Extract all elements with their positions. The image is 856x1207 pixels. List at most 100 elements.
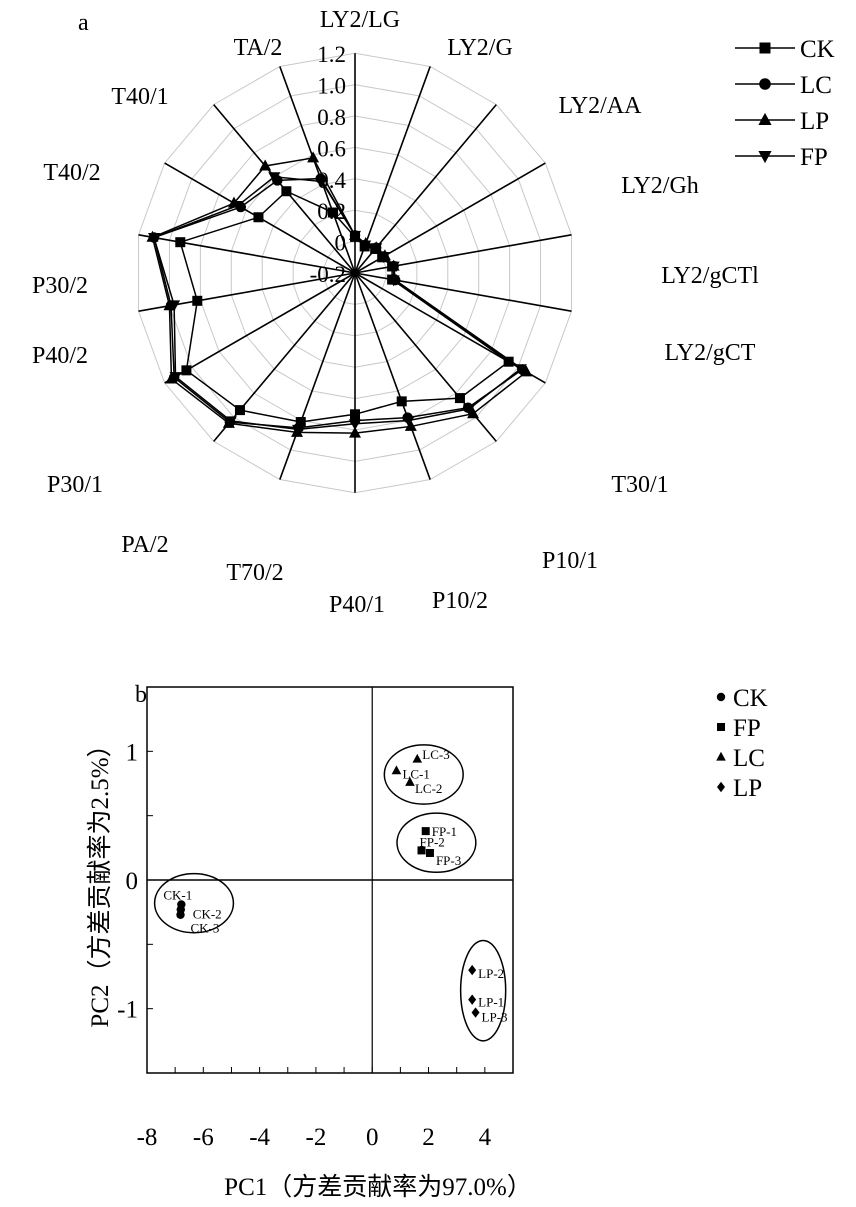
point-label: CK-3 [191, 921, 220, 936]
point-label: LC-2 [415, 781, 442, 796]
data-point-fp-1 [421, 827, 430, 836]
data-point-ck [181, 365, 192, 376]
data-point-lp [404, 419, 417, 431]
radial-tick-label: 1.0 [317, 74, 346, 99]
radial-tick-label: 0.6 [317, 136, 346, 161]
y-tick-label: 1 [126, 739, 139, 766]
point-label: FP-1 [432, 824, 457, 839]
series-fp [148, 172, 527, 436]
data-point-ck [295, 417, 306, 428]
data-point-fp [387, 261, 400, 273]
axis-label: T40/2 [43, 160, 100, 186]
legend-label: LP [733, 775, 762, 802]
legend-marker-fp [758, 151, 772, 164]
x-tick-label: -8 [137, 1124, 158, 1151]
axis-label: P40/1 [329, 592, 385, 618]
group-ellipse-lp [459, 939, 507, 1042]
legend-label: FP [800, 144, 828, 171]
axis-spoke [213, 272, 356, 442]
legend-label: LC [733, 745, 765, 772]
radial-tick-label: -0.2 [310, 262, 346, 287]
data-point-lc-3 [412, 753, 423, 763]
legend-label: CK [800, 36, 835, 63]
axis-spoke [138, 234, 356, 274]
axis-spoke [354, 66, 431, 274]
legend-marker-fp [717, 723, 725, 731]
data-point-fp [315, 177, 328, 189]
data-point-ck [175, 237, 186, 248]
axis-label: T70/2 [226, 560, 283, 586]
data-point-ck [396, 396, 407, 407]
radar-chart: a-0.200.20.40.60.81.01.2LY2/LGLY2/GLY2/A… [32, 7, 835, 618]
axis-spoke [354, 272, 431, 480]
axis-label: TA/2 [234, 35, 283, 61]
point-label: CK-1 [163, 887, 192, 902]
data-point-fp [349, 419, 361, 431]
data-point-fp [387, 275, 400, 287]
point-label: FP-3 [436, 853, 461, 868]
axis-label: P40/2 [32, 343, 88, 369]
point-label: LC-1 [402, 767, 429, 782]
axis-label: T40/1 [111, 84, 168, 110]
data-point-fp-2 [417, 846, 426, 855]
data-point-lp-3 [471, 1007, 480, 1018]
axis-spoke [279, 272, 356, 480]
x-tick-label: -4 [249, 1124, 270, 1151]
data-point-fp [168, 300, 181, 312]
axis-label: LY2/G [447, 35, 513, 61]
data-point-lc-1 [391, 765, 402, 775]
legend-marker-lc [716, 751, 726, 761]
legend-marker-lp [758, 112, 772, 125]
axis-label: LY2/AA [559, 93, 643, 119]
data-point-fp [377, 252, 390, 264]
axis-label: P10/1 [542, 548, 598, 574]
data-point-lp [307, 151, 320, 163]
point-label: LP-2 [478, 966, 504, 981]
radial-tick-label: 1.2 [317, 42, 346, 67]
axis-label: LY2/gCTl [661, 263, 759, 289]
axis-label: P10/2 [432, 588, 488, 614]
point-label: CK-2 [193, 907, 222, 922]
y-tick-label: 0 [126, 868, 139, 895]
x-tick-label: 0 [366, 1124, 379, 1151]
axis-label: PA/2 [121, 532, 168, 558]
legend-marker-ck [716, 692, 726, 702]
data-point-fp [292, 424, 305, 436]
data-point-fp [148, 233, 161, 245]
data-point-fp [359, 240, 372, 252]
data-point-fp [169, 372, 182, 384]
x-tick-label: -6 [193, 1124, 214, 1151]
axis-label: T30/1 [611, 472, 668, 498]
data-point-fp [370, 243, 383, 255]
series-lc: LC-1LC-2LC-3 [391, 747, 450, 796]
axis-label: LY2/Gh [621, 173, 699, 199]
data-point-ck [327, 207, 338, 218]
data-point-fp [232, 200, 245, 212]
data-point-lp [259, 159, 272, 171]
panel-label-b: b [135, 682, 147, 708]
data-point-lp [349, 426, 361, 438]
data-point-fp [402, 416, 415, 428]
legend-label: FP [733, 715, 761, 742]
data-point-lp [467, 407, 480, 419]
data-point-ck [253, 212, 264, 223]
legend-marker-lp [717, 781, 725, 793]
data-point-lp-2 [468, 964, 477, 976]
y-tick-label: -1 [117, 997, 138, 1024]
x-tick-label: 2 [422, 1124, 435, 1151]
data-point-ck-3 [176, 910, 185, 919]
data-point-lp-1 [468, 994, 477, 1005]
series-ck: CK-1CK-2CK-3 [163, 887, 221, 935]
axis-label: LY2/gCT [665, 340, 756, 366]
legend-marker-ck [759, 42, 771, 54]
point-label: LP-1 [478, 995, 504, 1010]
legend-marker-lc [759, 78, 771, 90]
data-point-fp [224, 416, 237, 428]
data-point-ck [192, 295, 203, 306]
group-ellipse-ck [153, 872, 235, 934]
axis-spoke [279, 66, 356, 274]
axis-label: P30/1 [47, 472, 103, 498]
